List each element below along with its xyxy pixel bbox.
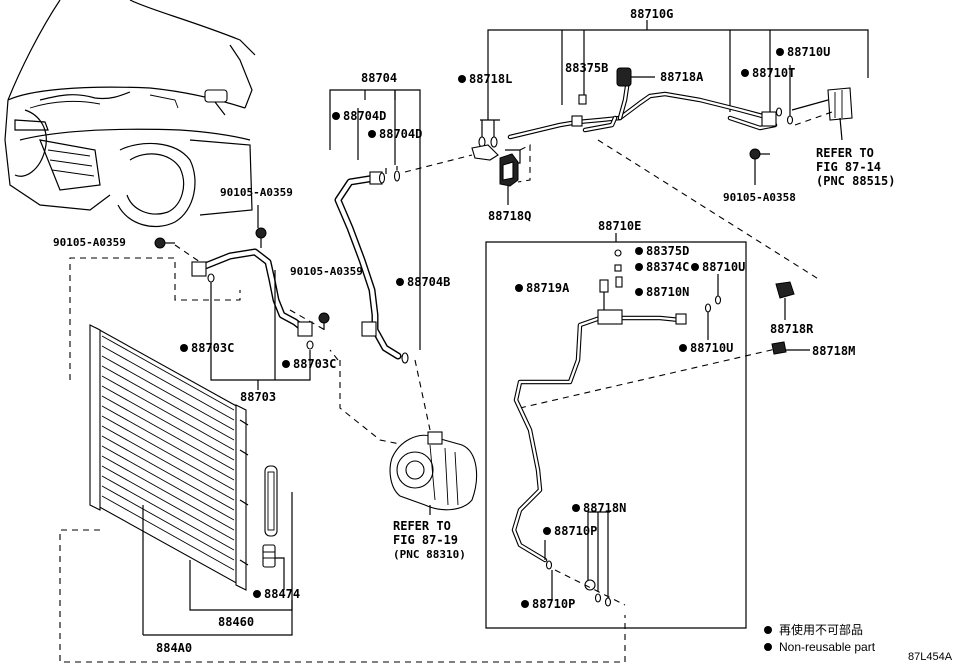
discharge-hose-88703 [191,248,314,390]
clamp-88718L [471,136,521,164]
callout-labels: 88710G 88710U 88710T 88375B 88718A 88718… [53,7,895,655]
legend-line-1: 再使用不可部品 [779,622,863,637]
clamp-88718A [616,67,655,87]
label-884A0: 884A0 [156,641,192,655]
leader-dash-condenser [59,244,781,663]
label-88718M: 88718M [812,344,855,358]
label-88710U-mid: 88710U [702,260,745,274]
label-88710T: 88710T [752,66,795,80]
label-88703: 88703 [240,390,276,404]
cap-88375B [578,94,587,105]
orings-88710P [544,540,626,606]
bolt-90105-A0358 [749,148,770,185]
label-refer1-a: REFER TO [816,146,874,160]
condenser-assembly [89,324,293,636]
group-88710E [485,233,747,629]
plug-88474 [262,544,285,590]
bolt-90105-A0359-a [255,205,267,248]
label-refer2-b: FIG 87-19 [393,533,458,547]
label-88718L: 88718L [469,72,512,86]
legend-line-2: Non-reusable part [779,640,876,654]
label-88710N: 88710N [646,285,689,299]
leader-dash-top [404,139,821,281]
label-88718N: 88718N [583,501,626,515]
label-88374C: 88374C [646,260,689,274]
vehicle-illustration [4,0,256,228]
label-88704: 88704 [361,71,397,85]
label-88704D-a: 88704D [343,109,386,123]
label-88460: 88460 [218,615,254,629]
label-88718R: 88718R [770,322,814,336]
desiccant-88460 [189,465,293,611]
label-88710E: 88710E [598,219,641,233]
receiver-top-right [791,87,853,141]
bolt-90105-A0359-b [154,237,175,249]
label-88719A: 88719A [526,281,570,295]
label-refer1-c: (PNC 88515) [816,174,895,188]
label-88474: 88474 [264,587,300,601]
liquid-pipe-top [507,77,778,140]
label-90105-A0359-b: 90105-A0359 [53,236,126,249]
label-88710U-top: 88710U [787,45,830,59]
clamp-88718R [775,281,795,320]
legend: 再使用不可部品 Non-reusable part [764,622,876,654]
label-refer2-a: REFER TO [393,519,451,533]
label-90105-A0359-a: 90105-A0359 [220,186,293,199]
label-88710G: 88710G [630,7,673,21]
label-refer1-b: FIG 87-14 [816,160,881,174]
label-88375D: 88375D [646,244,689,258]
label-88704D-b: 88704D [379,127,422,141]
label-88710U-low: 88710U [690,341,733,355]
clamp-88718N [584,511,612,607]
label-88703C-b: 88703C [293,357,336,371]
label-88718A: 88718A [660,70,704,84]
clamp-88718M [771,341,810,355]
label-90105-A0359-c: 90105-A0359 [290,265,363,278]
label-88710P-a: 88710P [554,524,597,538]
label-88710P-b: 88710P [532,597,575,611]
label-88704B: 88704B [407,275,450,289]
figure-code: 87L454A [908,651,953,663]
orings-top [775,65,833,126]
clamp-88718Q [499,153,519,205]
label-refer2-c: (PNC 88310) [393,548,466,561]
label-90105-A0358: 90105-A0358 [723,191,796,204]
compressor [389,431,478,515]
label-88375B: 88375B [565,61,608,75]
suction-hose-88704 [329,89,421,364]
label-88718Q: 88718Q [488,209,531,223]
label-88703C-a: 88703C [191,341,234,355]
group-88710G [480,20,869,138]
